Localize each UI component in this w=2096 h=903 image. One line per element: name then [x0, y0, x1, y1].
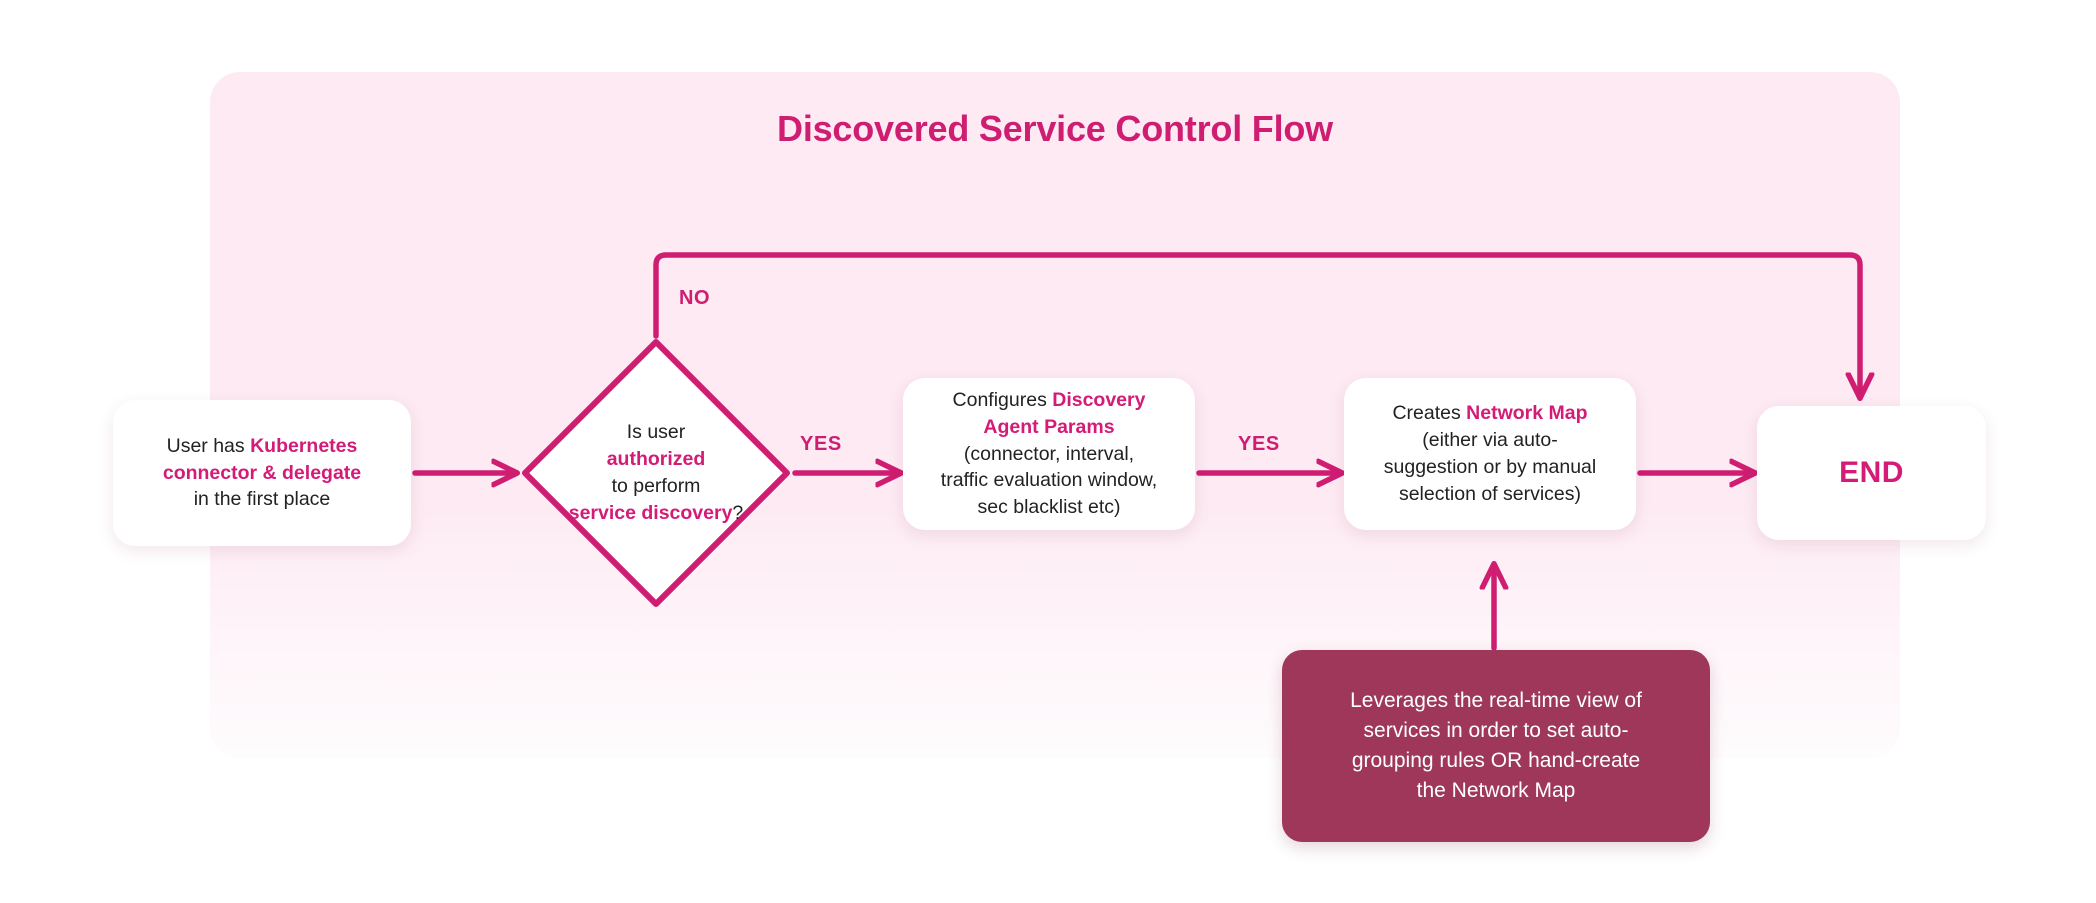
- node-end-label: END: [1839, 456, 1904, 490]
- node-start-line-1: User has Kubernetes: [127, 433, 397, 460]
- node-decision-line-1: Is user: [626, 421, 686, 444]
- node-networkmap-text-strong-1: Network Map: [1466, 402, 1588, 425]
- diamond-shape-icon: [522, 339, 790, 607]
- node-configure-text-strong-1: Discovery: [1052, 388, 1146, 411]
- node-configure-line-1: Configures Discovery: [917, 387, 1181, 414]
- node-start-text-plain-1: User has: [166, 434, 251, 457]
- page-title: Discovered Service Control Flow: [777, 108, 1333, 149]
- callout-line-2: services in order to set auto-: [1363, 719, 1629, 743]
- node-start[interactable]: User has Kubernetes connector & delegate…: [113, 400, 411, 546]
- node-configure-line-2: Agent Params: [983, 415, 1115, 438]
- node-start-line-2: connector & delegate: [162, 461, 362, 484]
- node-networkmap-line-1: Creates Network Map: [1358, 400, 1622, 427]
- node-start-line-3: in the first place: [193, 488, 331, 511]
- edge-label-yes-1: YES: [800, 433, 842, 455]
- node-configure-line-4: traffic evaluation window,: [940, 469, 1158, 492]
- node-configure-discovery-agent[interactable]: Configures Discovery Agent Params (conne…: [903, 378, 1195, 530]
- node-decision[interactable]: Is user authorized to perform service di…: [519, 336, 793, 610]
- edge-label-no: NO: [679, 287, 711, 309]
- node-decision-line-2: authorized: [606, 448, 706, 471]
- node-configure-text-plain-1: Configures: [952, 388, 1053, 411]
- node-configure-line-5: sec blacklist etc): [977, 496, 1121, 519]
- callout-line-4: the Network Map: [1416, 778, 1576, 802]
- node-decision-text-strong: service discovery: [568, 501, 733, 524]
- node-networkmap-line-3: suggestion or by manual: [1383, 456, 1597, 478]
- node-networkmap-line-2: (either via auto-: [1422, 429, 1558, 452]
- callout-line-3: grouping rules OR hand-create: [1351, 749, 1641, 772]
- node-decision-line-4: service discovery?: [569, 500, 744, 527]
- node-networkmap-text-plain-1: Creates: [1392, 402, 1467, 425]
- node-networkmap-line-4: selection of services): [1398, 482, 1582, 505]
- node-configure-line-3: (connector, interval,: [963, 442, 1135, 465]
- node-decision-line-3: to perform: [611, 475, 701, 497]
- node-end[interactable]: END: [1757, 406, 1986, 540]
- edge-label-yes-2: YES: [1238, 433, 1280, 455]
- node-start-text-strong-1: Kubernetes: [250, 434, 358, 457]
- node-creates-network-map[interactable]: Creates Network Map (either via auto- su…: [1344, 378, 1636, 530]
- callout-line-1: Leverages the real-time view of: [1350, 689, 1642, 713]
- node-decision-text-qmark: ?: [732, 501, 744, 524]
- callout-note-leverages-realtime-view: Leverages the real-time view of services…: [1282, 650, 1710, 842]
